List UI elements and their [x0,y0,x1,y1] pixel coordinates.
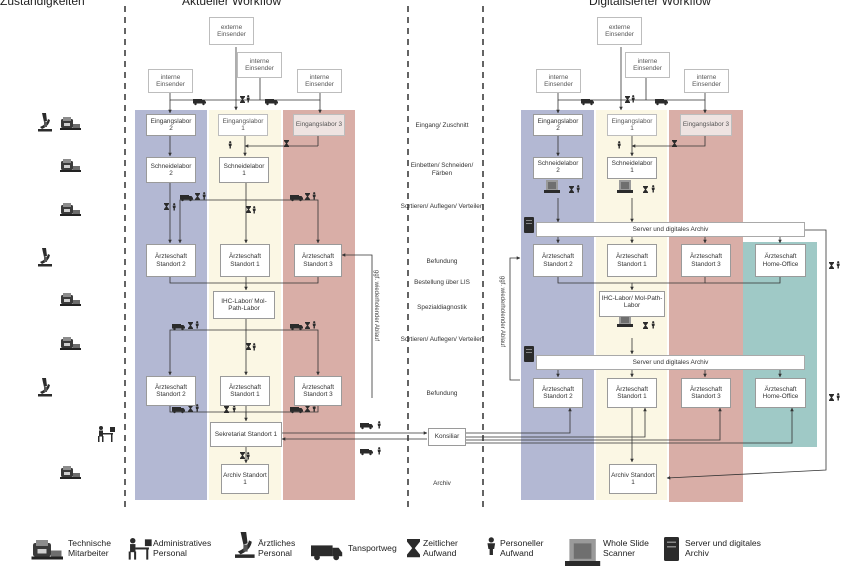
legend-server-archive: Server und digitales Archiv [682,532,771,566]
lane-site3-digital [669,110,743,502]
cutting-lab-2: Schneidelabor 2 [533,157,583,179]
doctors-site-3: Ärzteschaft Standort 3 [294,244,342,277]
cutting-lab-2: Schneidelabor 2 [146,157,196,183]
technician-icon [60,466,81,479]
legend-personnel-effort: Personeller Aufwand [497,532,558,566]
doctors-site-1: Ärzteschaft Standort 1 [607,244,657,277]
legend-label: Technische Mitarbeiter [68,538,111,558]
intake-lab-2: Eingangslabor 2 [533,114,583,136]
konsiliar-box: Konsiliar [428,428,466,446]
intake-lab-1: Eingangslabor 1 [607,114,657,136]
legend-technical-staff: Technische Mitarbeiter [65,532,128,566]
doctors-home-office: Ärzteschaft Home-Office [755,244,806,277]
legend-admin-staff: Administratives Personal [150,532,231,566]
ihc-lab: IHC-Labor/ Mol-Path-Labor [599,291,665,317]
internal-senders-box: interne Einsender [684,69,729,93]
responsibility-icons [38,113,115,479]
microscope-icon [38,113,52,132]
internal-senders-box: interne Einsender [625,52,670,78]
legend-label: Zeitlicher Aufwand [423,538,458,558]
stage-label: Einbetten/ Schneiden/ Färben [410,162,474,177]
legend-time-effort: Zeitlicher Aufwand [420,532,481,566]
legend-label: Whole Slide Scanner [603,538,649,558]
server-archive-banner: Server und digitales Archiv [536,355,805,370]
header-digital-workflow: Digitalisierter Workflow [589,0,711,8]
doctors-site-3: Ärzteschaft Standort 3 [294,376,342,406]
internal-senders-box: interne Einsender [148,69,193,93]
stage-label: Eingang/ Zuschnitt [415,122,469,129]
technician-icon [60,159,81,172]
doctors-site-1: Ärzteschaft Standort 1 [220,244,270,277]
stage-label: Archiv [433,480,451,487]
legend-slide-scanner: Whole Slide Scanner [600,532,653,566]
intake-lab-3: Eingangslabor 3 [680,114,732,136]
stage-label: Bestellung über LIS [414,279,470,286]
microscope-icon [38,378,52,397]
stage-label: Befundung [426,390,458,397]
external-senders-box: externe Einsender [597,17,642,45]
internal-senders-box: interne Einsender [297,69,342,93]
technician-icon [60,117,81,130]
stage-label: Sortieren/ Auflegen/ Verteilen [400,203,484,210]
doctors-site-1: Ärzteschaft Standort 1 [607,378,657,408]
legend-label: Tansportweg [348,543,397,554]
archive-site-1: Archiv Standort 1 [609,464,657,494]
doctors-home-office: Ärzteschaft Home-Office [755,378,806,408]
internal-senders-box: interne Einsender [237,52,282,78]
intake-lab-2: Eingangslabor 2 [146,114,196,136]
doctors-site-3: Ärzteschaft Standort 3 [681,244,731,277]
stage-label: Befundung [426,258,458,265]
microscope-icon [38,248,52,267]
legend-label: Personeller Aufwand [500,538,544,558]
cutting-lab-1: Schneidelabor 1 [219,157,269,183]
stage-label: Spezialdiagnostik [417,304,467,311]
intake-lab-1: Eingangslabor 1 [218,114,268,136]
doctors-site-2: Ärzteschaft Standort 2 [146,244,196,277]
technician-icon [60,337,81,350]
ihc-lab: IHC-Labor/ Mol-Path-Labor [213,291,275,319]
doctors-site-2: Ärzteschaft Standort 2 [146,376,196,406]
doctors-site-3: Ärzteschaft Standort 3 [681,378,731,408]
stage-label: Sortieren/ Auflegen/ Verteilen [400,336,484,343]
legend-label: Server und digitales Archiv [685,538,761,558]
internal-senders-box: interne Einsender [536,69,581,93]
digital-arrows [466,47,827,480]
server-archive-banner: Server und digitales Archiv [536,222,805,237]
doctors-site-2: Ärzteschaft Standort 2 [533,378,583,408]
technician-icon [60,293,81,306]
technician-icon [60,203,81,216]
current-arrows [168,47,428,464]
legend-transport-route: Tansportweg [345,532,408,566]
cutting-lab-1: Schneidelabor 1 [607,157,657,179]
column-dividers [124,6,484,512]
intake-lab-3: Eingangslabor 3 [293,114,345,136]
archive-site-1: Archiv Standort 1 [221,464,269,494]
header-responsibilities: Zuständigkeiten [0,0,85,8]
repeat-flow-label: ggf. wiederholender Ablauf [499,276,505,348]
legend-medical-staff: Ärztliches Personal [255,532,308,566]
external-senders-box: externe Einsender [209,17,254,45]
doctors-site-2: Ärzteschaft Standort 2 [533,244,583,277]
secretariat-site-1: Sekretariat Standort 1 [210,422,282,447]
legend-label: Ärztliches Personal [258,538,296,558]
legend-label: Administratives Personal [153,538,212,558]
lane-site3-current [283,110,355,500]
header-current-workflow: Aktueller Workflow [182,0,282,8]
admin-desk-icon [98,426,115,442]
repeat-flow-label: ggf. wiederholender Ablauf [373,270,379,342]
doctors-site-1: Ärzteschaft Standort 1 [220,376,270,406]
